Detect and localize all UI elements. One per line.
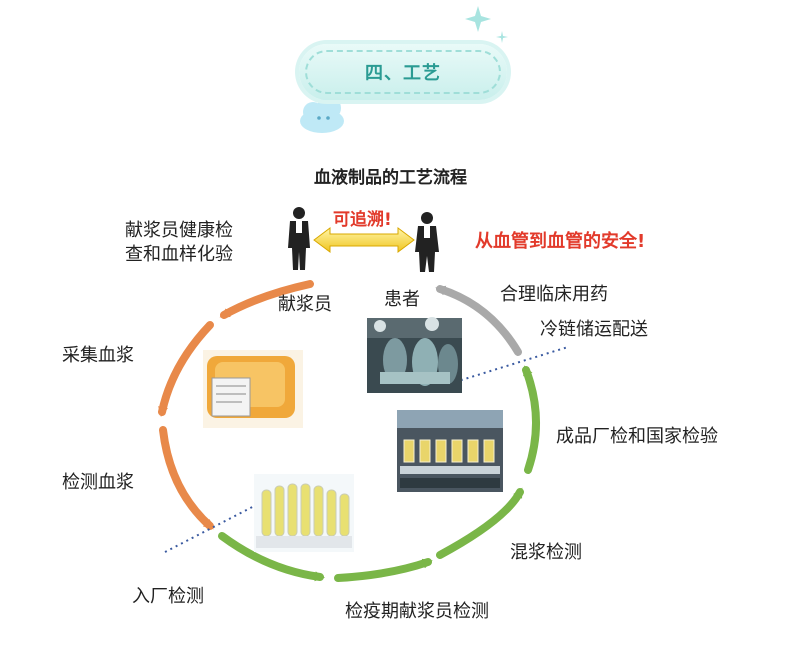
cycle-arrow-test-to-incoming bbox=[159, 426, 214, 530]
cycle-arrow-to-patient bbox=[435, 285, 522, 356]
step-health-check-line2: 查和血样化验 bbox=[125, 244, 233, 265]
traceable-double-arrow bbox=[313, 227, 415, 253]
safety-slogan: 从血管到血管的安全! bbox=[475, 231, 646, 252]
divider-line-coldchain bbox=[454, 346, 569, 383]
test-tubes-image bbox=[254, 474, 354, 552]
donor-label: 献浆员 bbox=[278, 294, 332, 315]
step-mix-test: 混浆检测 bbox=[510, 542, 582, 563]
cloud-icon bbox=[300, 96, 344, 133]
section-title: 四、工艺 bbox=[305, 50, 501, 94]
production-line-image bbox=[397, 410, 503, 492]
cycle-arrow-mix-to-final bbox=[436, 487, 524, 559]
cycle-arrow-donor-to-collect bbox=[219, 280, 314, 319]
surgery-room-image bbox=[367, 317, 462, 393]
step-incoming: 入厂检测 bbox=[132, 586, 204, 607]
cycle-arrow-collect-to-test bbox=[158, 321, 214, 417]
cycle-arrow-quarantine-to-mix bbox=[334, 558, 433, 582]
step-health-check-line1: 献浆员健康检 bbox=[125, 220, 233, 241]
step-final-test: 成品厂检和国家检验 bbox=[556, 426, 718, 447]
cycle-arrow-final-to-coldchain bbox=[522, 365, 541, 474]
donor-figure-icon bbox=[288, 207, 310, 270]
step-health-check: 献浆员健康检 查和血样化验 bbox=[125, 219, 233, 267]
step-test-plasma: 检测血浆 bbox=[62, 472, 134, 493]
divider-line-incoming bbox=[164, 501, 263, 553]
sparkle-icon bbox=[465, 6, 491, 32]
diagram-title: 血液制品的工艺流程 bbox=[314, 168, 467, 188]
traceable-label: 可追溯! bbox=[333, 210, 392, 230]
section-banner: 四、工艺 bbox=[299, 44, 507, 100]
step-cold-chain: 冷链储运配送 bbox=[540, 319, 648, 340]
sparkle-small-icon bbox=[496, 31, 508, 43]
patient-label: 患者 bbox=[384, 289, 420, 310]
step-collect: 采集血浆 bbox=[62, 345, 134, 366]
patient-figure-icon bbox=[415, 212, 439, 272]
step-rational-use: 合理临床用药 bbox=[500, 284, 608, 305]
plasma-bags-image bbox=[203, 350, 303, 428]
cycle-arrow-incoming-to-quarantine bbox=[218, 532, 325, 582]
step-quarantine: 检疫期献浆员检测 bbox=[345, 601, 489, 622]
